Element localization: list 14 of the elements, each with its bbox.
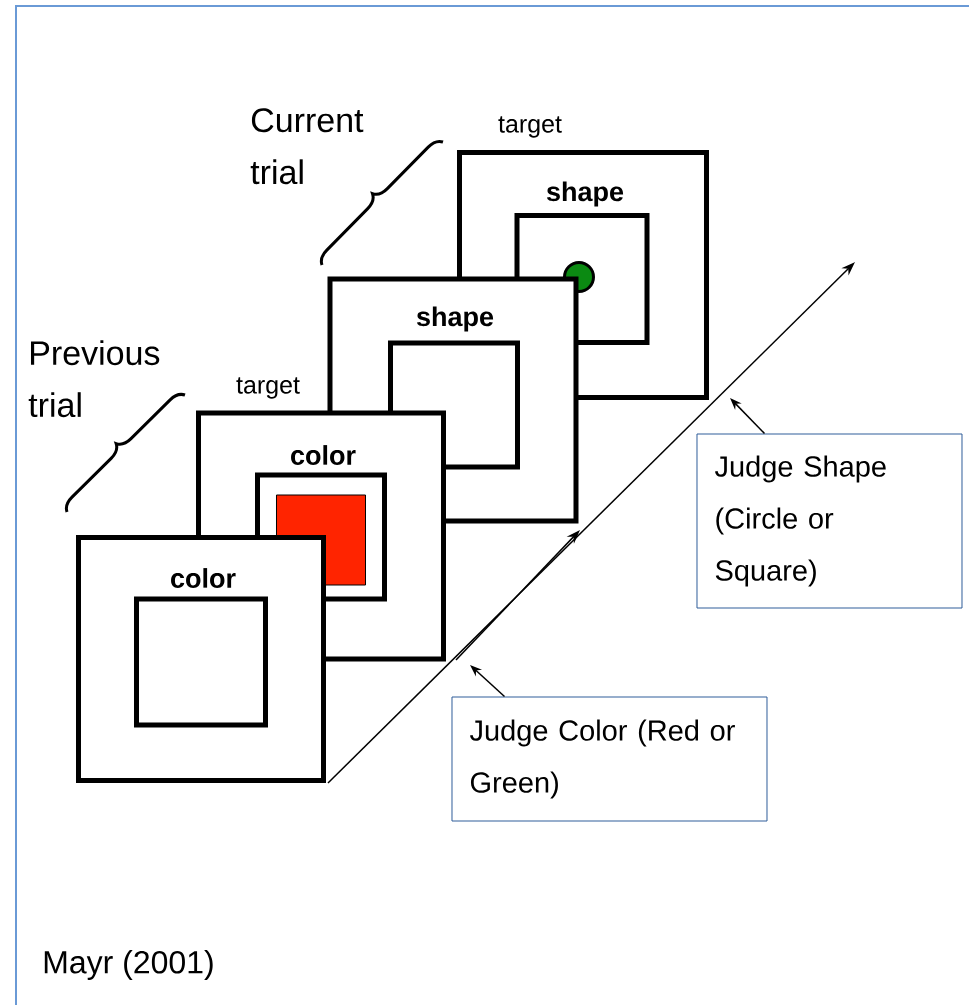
frame-label: color	[171, 568, 236, 588]
target-label: target	[236, 377, 300, 399]
inner-square	[134, 596, 268, 728]
leader-line	[470, 665, 506, 698]
text-box: Judge Shape (Circle or Square)	[696, 433, 963, 609]
frame-label: color	[291, 445, 356, 465]
caption: Mayr (2001)	[44, 950, 213, 980]
target-label: target	[498, 116, 562, 138]
trial-label: Previous trial	[28, 340, 160, 418]
trial-label: Current trial	[250, 108, 364, 185]
text-box: Judge Color (Red or Green)	[451, 696, 768, 822]
frame-label: shape	[546, 181, 624, 207]
leader-line	[730, 398, 766, 435]
frame-label: shape	[416, 306, 494, 332]
